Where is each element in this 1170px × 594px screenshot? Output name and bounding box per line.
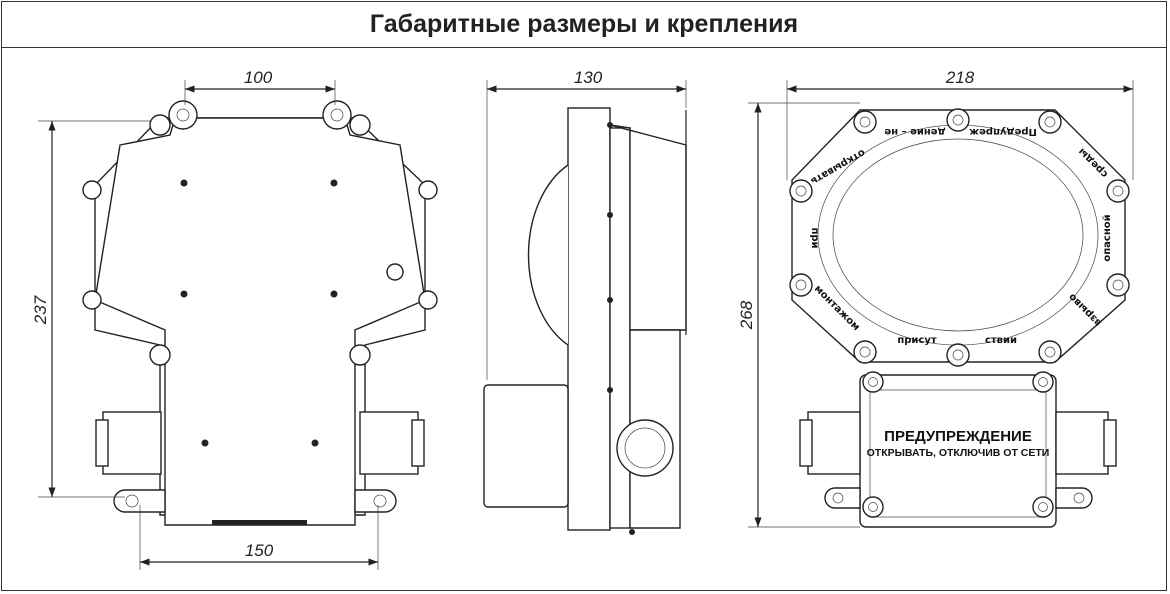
- dim-mount-width: 150: [245, 541, 274, 560]
- front-view: 100 237 150: [31, 68, 438, 570]
- svg-text:опасной: опасной: [1102, 214, 1113, 261]
- svg-text:при: при: [809, 227, 820, 248]
- warning-heading: ПРЕДУПРЕЖДЕНИЕ: [884, 428, 1032, 445]
- svg-text:Предупреж: Предупреж: [969, 126, 1037, 137]
- dim-side-depth: 130: [574, 68, 603, 87]
- rear-view: дение – не Предупреж открывать при монта…: [737, 68, 1134, 528]
- title-bar: Габаритные размеры и крепления: [2, 2, 1166, 48]
- warning-text: ОТКРЫВАТЬ, ОТКЛЮЧИВ ОТ СЕТИ: [867, 447, 1050, 459]
- dim-rear-height: 268: [737, 300, 756, 330]
- page-title: Габаритные размеры и крепления: [369, 10, 799, 38]
- dim-front-top-width: 100: [244, 68, 273, 87]
- dim-rear-width: 218: [945, 68, 975, 87]
- side-view: 130: [483, 68, 687, 535]
- grounding-screw-icon: [386, 263, 404, 281]
- svg-text:присут: присут: [897, 335, 937, 346]
- dim-front-height: 237: [31, 295, 50, 325]
- svg-text:ствии: ствии: [985, 335, 1017, 346]
- svg-text:дение – не: дение – не: [884, 126, 945, 137]
